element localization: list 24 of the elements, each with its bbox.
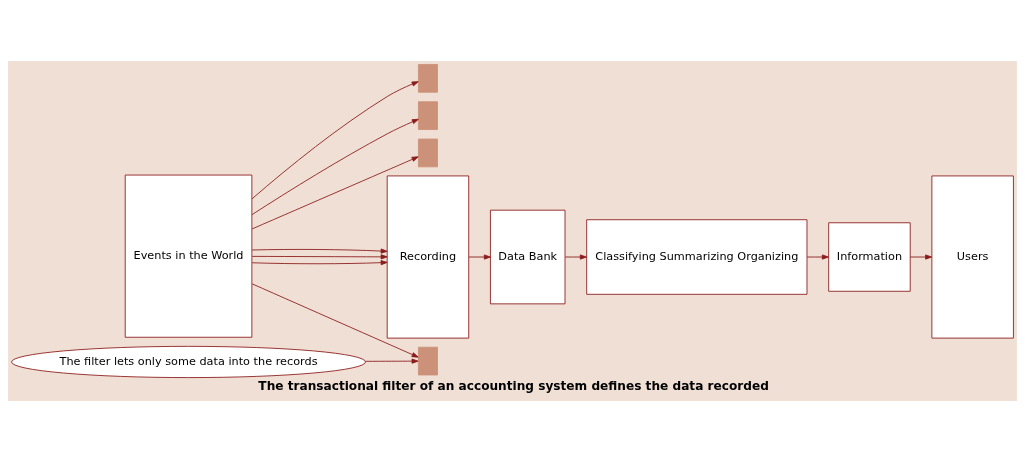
arrow xyxy=(251,282,419,358)
caption: The transactional filter of an accounting system defines the data recorded xyxy=(258,378,769,393)
node-box xyxy=(418,100,438,130)
arrow xyxy=(251,80,419,199)
arrow xyxy=(251,118,419,215)
node-box xyxy=(418,346,438,375)
arrow xyxy=(564,253,587,260)
node-box xyxy=(418,138,438,167)
node-ellipse: The filter lets only some data into the records xyxy=(11,345,366,378)
arrow xyxy=(806,253,829,260)
node-box: Information xyxy=(828,221,911,292)
arrow xyxy=(468,253,491,260)
node-box xyxy=(418,63,438,93)
arrow xyxy=(365,358,419,364)
arrow xyxy=(251,155,419,229)
arrow xyxy=(251,253,388,259)
arrow xyxy=(251,248,388,254)
arrow xyxy=(909,253,933,260)
node-box: Users xyxy=(931,175,1014,339)
node-box: Classifying Summarizing Organizing xyxy=(586,218,808,295)
node-box: Recording xyxy=(386,175,470,339)
node-box: Data Bank xyxy=(489,209,566,304)
arrow xyxy=(251,259,388,265)
node-box: Events in the World xyxy=(124,174,253,338)
